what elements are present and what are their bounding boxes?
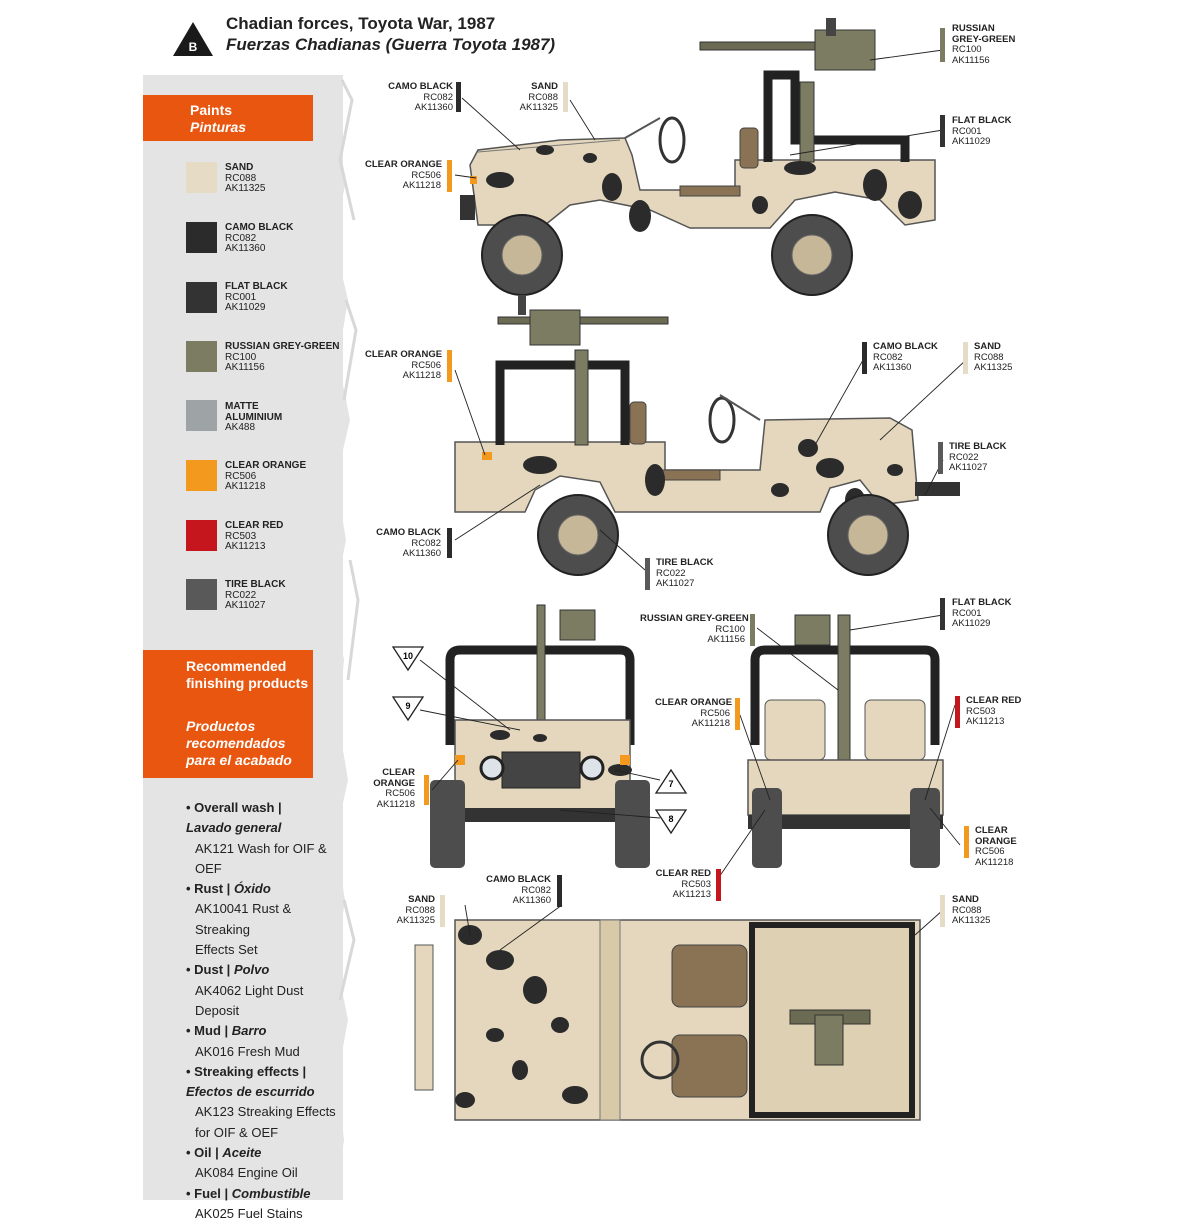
paints-header: Paints Pinturas bbox=[143, 95, 313, 141]
callout-bar bbox=[750, 614, 755, 646]
callout-bar bbox=[716, 869, 721, 901]
callout-bar bbox=[964, 826, 969, 858]
svg-text:B: B bbox=[189, 40, 198, 54]
leader-lines bbox=[419, 49, 967, 951]
sidebar-brush-edge bbox=[330, 75, 360, 1200]
marker-7: 7 bbox=[654, 768, 688, 794]
callout-bar bbox=[447, 350, 452, 382]
callout-bar bbox=[940, 28, 945, 62]
front-view bbox=[430, 604, 650, 868]
swatch-clear-orange bbox=[186, 460, 217, 491]
rear-view bbox=[747, 614, 944, 868]
finishing-title: Recommended finishing products bbox=[186, 658, 309, 691]
swatch-sand bbox=[186, 162, 217, 193]
side-view-left bbox=[460, 18, 936, 296]
top-view bbox=[414, 919, 921, 1121]
callout-bar bbox=[940, 115, 945, 147]
callout-bar bbox=[938, 442, 943, 474]
callout-bar bbox=[456, 82, 461, 112]
callout-bar bbox=[447, 160, 452, 192]
callout-bar bbox=[862, 342, 867, 374]
marker-8: 8 bbox=[654, 809, 688, 835]
page-title: Chadian forces, Toyota War, 1987 bbox=[226, 14, 496, 33]
callout-bar bbox=[963, 342, 968, 374]
callout-bar bbox=[440, 895, 445, 927]
finishing-item: • Streaking effects |Efectos de escurrid… bbox=[186, 1063, 336, 1140]
callout-bar bbox=[645, 558, 650, 590]
swatch-flat-black bbox=[186, 282, 217, 313]
callout-bar bbox=[447, 528, 452, 558]
svg-text:8: 8 bbox=[668, 814, 673, 824]
callout-bar bbox=[563, 82, 568, 112]
callout-bar bbox=[735, 698, 740, 730]
swatch-matte-aluminium bbox=[186, 400, 217, 431]
svg-text:9: 9 bbox=[405, 701, 410, 711]
svg-text:10: 10 bbox=[403, 651, 413, 661]
finishing-header: Recommended finishing products Productos… bbox=[143, 650, 313, 778]
callout-bar bbox=[424, 775, 429, 805]
swatch-camo-black bbox=[186, 222, 217, 253]
callout-bar bbox=[940, 895, 945, 927]
swatch-russian-grey-green bbox=[186, 341, 217, 372]
sidebar-panel bbox=[143, 75, 343, 1200]
finishing-title-es: Productos recomendados para el acabado bbox=[186, 718, 292, 768]
swatch-tire-black bbox=[186, 579, 217, 610]
marker-10: 10 bbox=[391, 646, 425, 672]
section-badge: B bbox=[173, 22, 213, 56]
marker-9: 9 bbox=[391, 696, 425, 722]
callout-bar bbox=[955, 696, 960, 728]
paints-title: Paints bbox=[190, 102, 233, 118]
callout-bar bbox=[557, 875, 562, 907]
page-subtitle: Fuerzas Chadianas (Guerra Toyota 1987) bbox=[226, 35, 556, 54]
svg-text:7: 7 bbox=[668, 779, 673, 789]
swatch-clear-red bbox=[186, 520, 217, 551]
callout-bar bbox=[940, 598, 945, 630]
paints-title-es: Pinturas bbox=[190, 119, 247, 135]
side-view-right bbox=[454, 295, 960, 576]
